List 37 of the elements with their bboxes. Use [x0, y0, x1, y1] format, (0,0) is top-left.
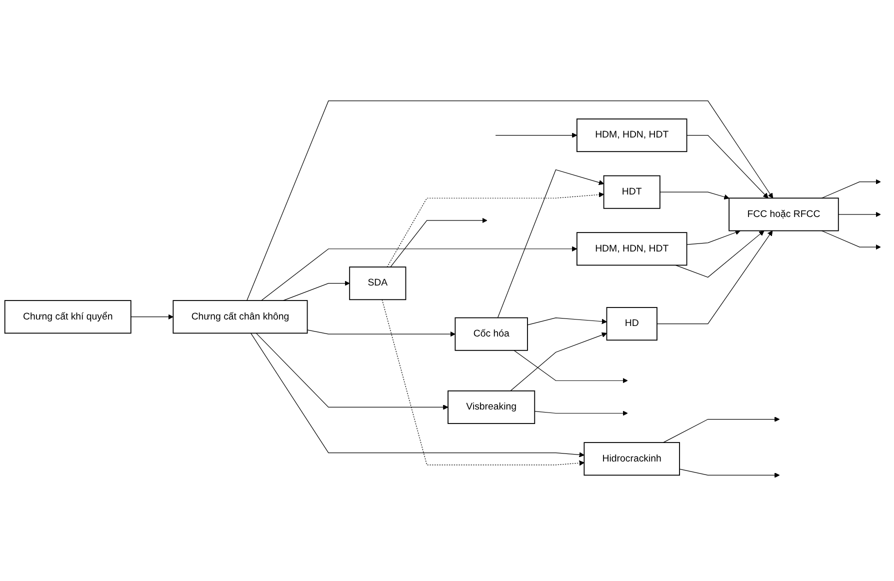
process-box: HDM, HDN, HDT	[576, 118, 688, 152]
arrow	[130, 314, 174, 320]
process-box: Chưng cất chân không	[172, 300, 308, 334]
arrow	[514, 350, 628, 384]
arrow	[386, 192, 604, 268]
process-box: SDA	[349, 266, 406, 300]
arrow	[382, 300, 584, 466]
arrow	[390, 218, 488, 268]
arrow	[495, 133, 578, 138]
arrow	[261, 246, 578, 302]
arrow	[307, 330, 456, 338]
arrow	[660, 192, 730, 200]
process-box: Visbreaking	[448, 390, 536, 424]
process-box: HDT	[603, 176, 660, 210]
arrow	[527, 318, 607, 326]
arrow	[510, 332, 607, 392]
process-box: Hidrocrackinh	[584, 442, 680, 476]
arrow	[679, 469, 780, 478]
arrow	[821, 230, 881, 250]
arrow	[497, 170, 604, 318]
process-box: HDM, HDN, HDT	[576, 232, 688, 266]
arrow	[662, 417, 780, 444]
arrow	[838, 212, 881, 218]
arrow	[675, 230, 764, 278]
arrow	[250, 333, 584, 458]
process-box: Chưng cất khí quyển	[4, 300, 132, 334]
arrow	[686, 230, 740, 246]
process-box: HD	[606, 307, 658, 341]
arrow	[246, 100, 774, 302]
arrow	[256, 333, 448, 410]
arrow	[282, 281, 350, 302]
arrow	[534, 410, 628, 416]
process-box: Cốc hóa	[454, 318, 528, 352]
process-box: FCC hoặc RFCC	[728, 198, 839, 232]
arrow	[656, 230, 773, 324]
arrow	[686, 135, 768, 199]
arrow	[821, 180, 881, 199]
